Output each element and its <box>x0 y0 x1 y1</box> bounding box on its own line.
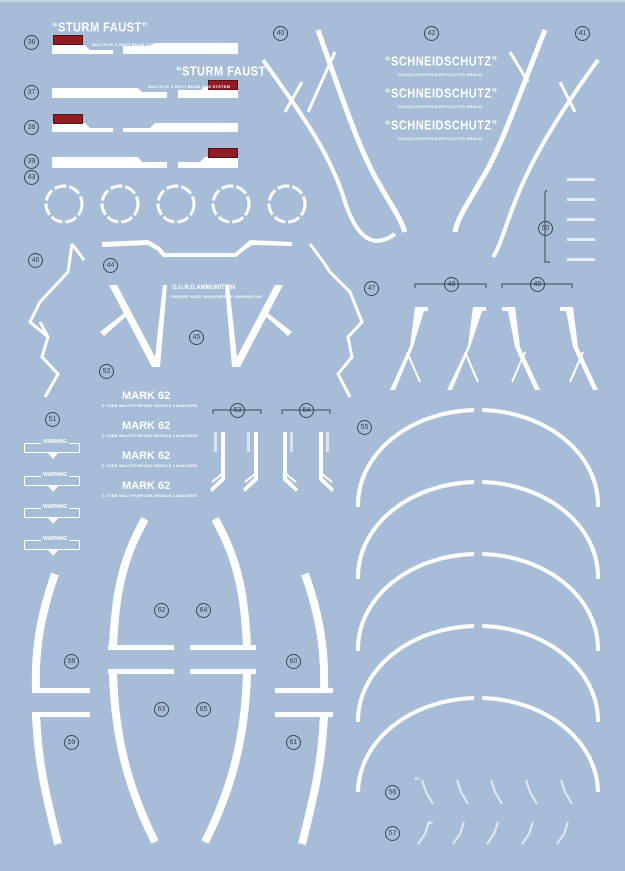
mark-sub-4: 6-TUBE MULTIPURPOSE MISSILE LAUNCHER <box>102 493 197 498</box>
part-number-58: 58 <box>64 654 79 669</box>
red-panel-38 <box>53 114 83 124</box>
part-number-49: 49 <box>530 277 545 292</box>
part-number-38: 38 <box>24 120 39 135</box>
mark-sub-1: 6-TUBE MULTIPURPOSE MISSILE LAUNCHER <box>102 403 197 408</box>
tag-56: E1 <box>415 776 420 781</box>
ammo-sub: CHARGE PACK HIGH ENERGY AMMUNITION <box>170 294 263 299</box>
sturm-title-36: “STURM FAUST” <box>52 20 148 36</box>
warning-decal-1: WARNING <box>24 439 80 459</box>
part-number-39: 39 <box>24 154 39 169</box>
mark-title-1: MARK 62 <box>122 390 171 402</box>
part-number-56: 56 <box>385 785 400 800</box>
part-number-44: 44 <box>103 258 118 273</box>
warning-decal-2: WARNING <box>24 472 80 492</box>
mark-title-4: MARK 62 <box>122 480 171 492</box>
sturm-sub-36: MULTIPLE 3-SHOT BEAM GUN SYSTEM <box>92 42 175 47</box>
part-number-60: 60 <box>286 654 301 669</box>
part-number-47: 47 <box>364 281 379 296</box>
part-number-52: 52 <box>99 364 114 379</box>
schneid-sub-3: GX1021 POSITRON REFLECTOR SHIELD <box>398 136 483 141</box>
ammo-title: G.U.N.D.AMMUNITION <box>172 285 236 291</box>
part-number-40: 40 <box>273 26 288 41</box>
schneid-title-1: “SCHNEIDSCHUTZ” <box>385 54 498 70</box>
part-number-62: 62 <box>154 603 169 618</box>
part-number-54: 54 <box>299 403 314 418</box>
red-panel-36 <box>53 35 83 45</box>
red-panel-39 <box>208 148 238 158</box>
part-number-43: 43 <box>24 170 39 185</box>
part-number-53: 53 <box>230 403 245 418</box>
schneid-sub-2: GX1021 POSITRON REFLECTOR SHIELD <box>398 104 483 109</box>
red-panel-37 <box>208 80 238 90</box>
mark-sub-3: 6-TUBE MULTIPURPOSE MISSILE LAUNCHER <box>102 463 197 468</box>
part-number-61: 61 <box>286 735 301 750</box>
part-number-37: 37 <box>24 85 39 100</box>
warning-decal-4: WARNING <box>24 536 80 556</box>
schneid-title-2: “SCHNEIDSCHUTZ” <box>385 86 498 102</box>
part-number-48: 48 <box>444 277 459 292</box>
part-number-57: 57 <box>385 826 400 841</box>
part-number-51: 51 <box>45 412 60 427</box>
mark-sub-2: 6-TUBE MULTIPURPOSE MISSILE LAUNCHER <box>102 433 197 438</box>
part-number-55: 55 <box>357 420 372 435</box>
schneid-sub-1: GX1021 POSITRON REFLECTOR SHIELD <box>398 72 483 77</box>
part-number-45: 45 <box>189 330 204 345</box>
mark-title-2: MARK 62 <box>122 420 171 432</box>
warning-decal-3: WARNING <box>24 504 80 524</box>
part-number-41: 41 <box>575 26 590 41</box>
part-number-46: 46 <box>28 253 43 268</box>
part-number-65: 65 <box>196 702 211 717</box>
sturm-title-37: “STURM FAUST” <box>176 64 272 80</box>
part-number-36: 36 <box>24 35 39 50</box>
part-number-63: 63 <box>154 702 169 717</box>
tag-57: E2 <box>428 820 433 825</box>
schneid-title-3: “SCHNEIDSCHUTZ” <box>385 118 498 134</box>
part-number-50: 50 <box>538 221 553 236</box>
part-number-64: 64 <box>196 603 211 618</box>
part-number-42: 42 <box>424 26 439 41</box>
part-number-59: 59 <box>64 735 79 750</box>
sturm-sub-37: MULTIPLE 3-SHOT BEAM GUN SYSTEM <box>148 84 231 89</box>
mark-title-3: MARK 62 <box>122 450 171 462</box>
